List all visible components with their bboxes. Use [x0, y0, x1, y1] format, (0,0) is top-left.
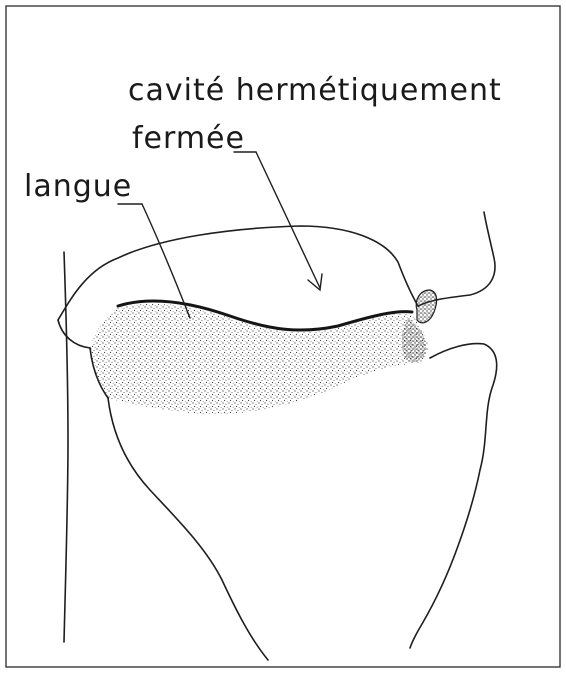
- jaw-outline: [108, 398, 268, 660]
- lower-lip-chin-outline: [410, 344, 497, 648]
- velum-outline: [58, 320, 90, 348]
- palate-outline: [58, 226, 418, 320]
- cavity-pointer-arrow: [256, 152, 320, 288]
- cavity-label-line2: fermée: [132, 121, 245, 156]
- tongue-label: langue: [24, 169, 132, 204]
- cavity-label-line1: cavité hermétiquement: [128, 73, 502, 108]
- tongue-tip: [402, 318, 427, 362]
- tongue-body: [90, 304, 428, 414]
- upper-lip: [416, 290, 436, 323]
